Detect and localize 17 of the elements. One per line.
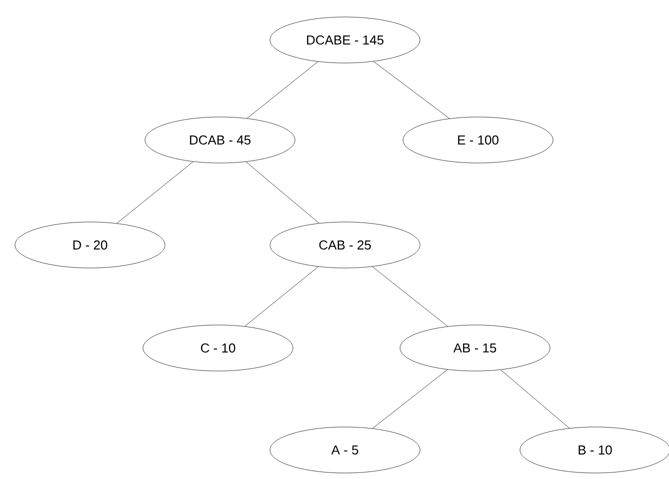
tree-node: CAB - 25 [270,222,420,268]
tree-node: AB - 15 [400,324,550,372]
tree-node: E - 100 [402,116,554,164]
tree-edge [373,61,450,119]
tree-edge [244,266,318,327]
tree-node: B - 10 [520,426,669,474]
tree-node: A - 5 [270,426,420,474]
tree-edge [246,61,318,119]
tree-node: DCABE - 145 [270,16,420,64]
tree-node: DCAB - 45 [144,116,296,164]
tree-edge [372,266,448,327]
tree-node: C - 10 [142,324,294,372]
tree-edge [500,370,570,428]
tree-edge [116,161,194,224]
tree-node: D - 20 [14,222,166,268]
tree-edge [372,369,448,429]
tree-edge [246,162,320,224]
